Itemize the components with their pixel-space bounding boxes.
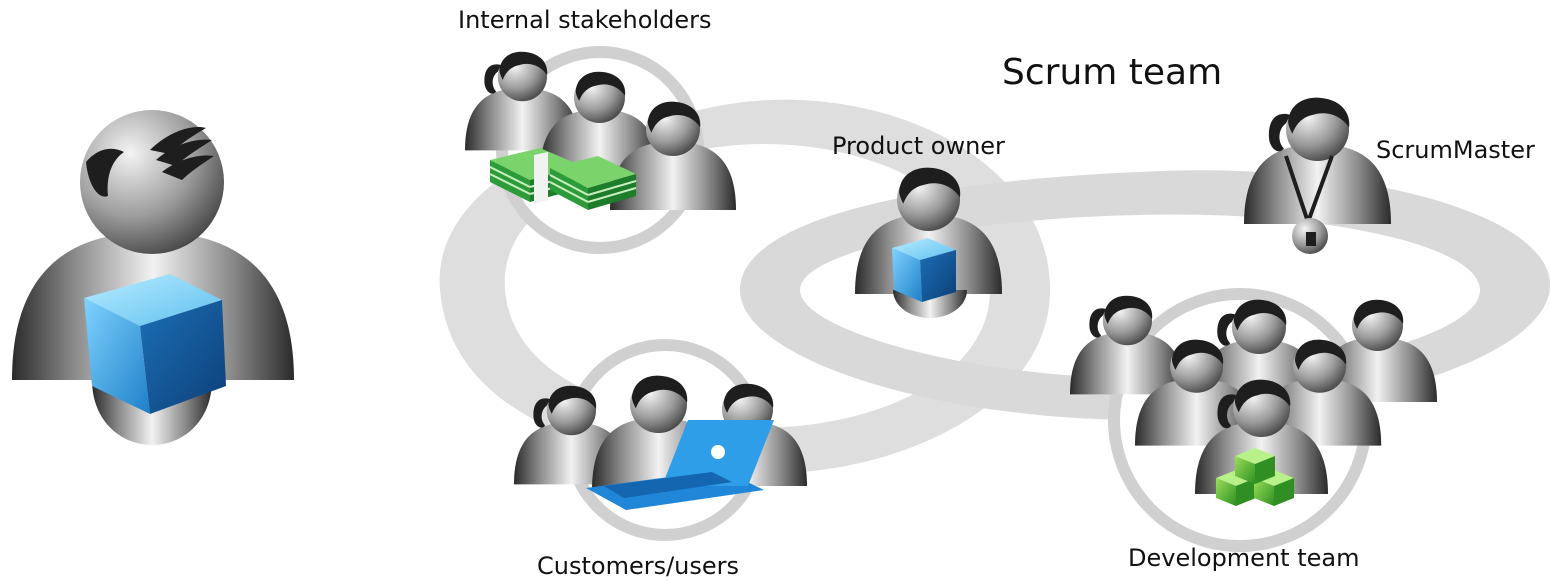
product-owner-label: Product owner bbox=[832, 132, 1005, 160]
blue-cube-icon bbox=[892, 238, 956, 302]
development-team-group bbox=[1070, 288, 1437, 552]
scrummaster-label: ScrumMaster bbox=[1376, 136, 1535, 164]
whistle-icon bbox=[1292, 218, 1328, 254]
product-owner-large-figure bbox=[12, 110, 294, 445]
development-team-label: Development team bbox=[1128, 544, 1359, 572]
blue-cube-icon bbox=[84, 274, 226, 414]
laptop-icon bbox=[586, 420, 774, 510]
scrummaster-figure bbox=[1244, 97, 1391, 254]
product-owner-figure bbox=[855, 167, 1002, 318]
internal-stakeholders-label: Internal stakeholders bbox=[458, 6, 712, 34]
customers-users-group bbox=[514, 339, 807, 541]
customers-users-label: Customers/users bbox=[537, 552, 739, 580]
money-icon bbox=[489, 148, 637, 210]
green-cubes-icon bbox=[1216, 448, 1294, 506]
scrum-team-label: Scrum team bbox=[1002, 52, 1222, 93]
internal-stakeholders-group bbox=[465, 46, 736, 254]
